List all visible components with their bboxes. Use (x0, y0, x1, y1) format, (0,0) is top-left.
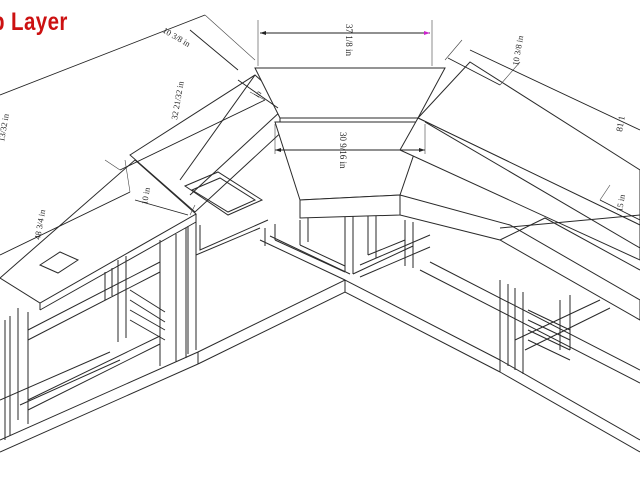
dim-label-32-21-32: 32 21/32 in (169, 80, 186, 121)
page-title: p Layer (0, 8, 68, 36)
left-cabinet (0, 159, 197, 440)
dim-label-81: 81 1 (614, 115, 627, 132)
corner-uprights (264, 212, 414, 275)
dim-label-37-1-8: 37 1/8 in (344, 24, 354, 57)
dim-label-30-9-16: 30 9/16 in (338, 132, 348, 169)
dim-label-13-32: 13/32 in (0, 112, 11, 142)
dim-label-10-3-8-left: 10 3/8 in (161, 25, 193, 49)
dim-label-15-in: 15 in (614, 193, 627, 212)
dim-label-10-in: 10 in (139, 186, 152, 205)
left-wing-top (129, 74, 301, 256)
dim-label-in-small: in (252, 89, 263, 99)
dim-label-48-3-4: 48 3/4 in (32, 208, 47, 240)
right-wing (399, 61, 640, 374)
dim-label-10-3-8-right: 10 3/8 in (510, 34, 525, 66)
dimension-lines (0, 14, 640, 256)
corner-top (254, 67, 446, 219)
